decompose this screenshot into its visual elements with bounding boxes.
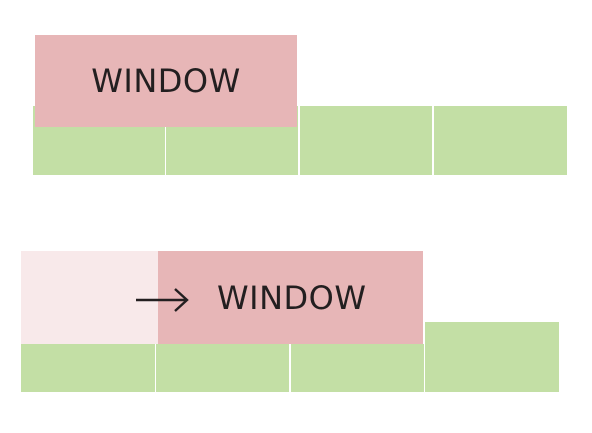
top-window-label: WINDOW [91,62,241,100]
top-window: WINDOW [35,35,297,127]
bottom-window-label: WINDOW [217,278,367,317]
bottom-cell-2 [156,344,289,392]
bottom-window: WINDOW [158,251,423,344]
bottom-cell-3 [291,344,424,392]
top-cell-4 [434,106,567,175]
bottom-cell-1 [21,344,155,392]
window-previous-position [21,251,158,344]
right-arrow-icon [136,288,189,312]
bottom-cell-4 [425,322,559,392]
top-cell-3 [300,106,432,175]
